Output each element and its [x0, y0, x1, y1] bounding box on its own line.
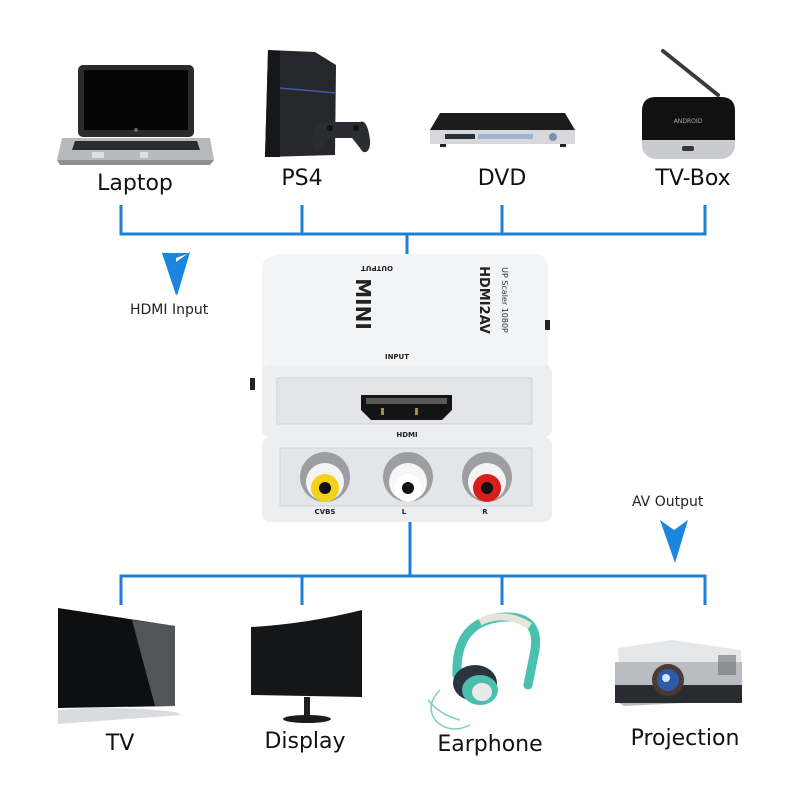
rca-port-l	[383, 452, 433, 502]
port-label-r: R	[482, 508, 488, 516]
hdmi-input-arrow-icon-shape	[162, 252, 190, 296]
device-label-ps4: PS4	[281, 166, 323, 191]
device-label-dvd: DVD	[477, 166, 527, 191]
device-label-laptop: Laptop	[97, 171, 173, 196]
device-label-tv-box: TV-Box	[655, 166, 731, 191]
converter-model-text: HDMI2AV	[476, 266, 491, 334]
port-label-cvbs: CVBS	[315, 508, 336, 516]
converter-input-text: INPUT	[385, 353, 409, 361]
tv-icon	[58, 608, 182, 724]
input-bus-line	[119, 205, 707, 236]
tv-box-icon: ANDROID	[642, 49, 735, 159]
av-output-label: AV Output	[632, 494, 704, 510]
rca-port-r	[462, 452, 512, 502]
output-bus-line	[119, 574, 707, 605]
tv-box-brand-text: ANDROID	[674, 118, 703, 125]
projector-icon	[615, 640, 742, 706]
converter-subtitle-text: UP Scaler 1080P	[500, 267, 509, 333]
headphones-icon	[427, 612, 541, 730]
converter-output-text: OUTPUT	[361, 264, 393, 272]
device-label-display: Display	[264, 729, 346, 754]
device-label-earphone: Earphone	[437, 732, 543, 757]
av-output-arrow-icon	[660, 520, 688, 563]
device-label-tv: TV	[105, 731, 135, 756]
game-console-icon	[265, 50, 371, 157]
converter-brand-text: MINI	[351, 278, 375, 330]
converter-hdmi-text: HDMI	[396, 431, 417, 439]
port-label-l: L	[402, 508, 407, 516]
rca-port-cvbs	[300, 452, 350, 502]
device-label-projection: Projection	[630, 726, 740, 751]
dvd-player-icon	[430, 113, 575, 147]
hdmi-input-label: HDMI Input	[130, 302, 209, 318]
laptop-icon	[57, 65, 214, 165]
monitor-icon	[251, 610, 362, 723]
